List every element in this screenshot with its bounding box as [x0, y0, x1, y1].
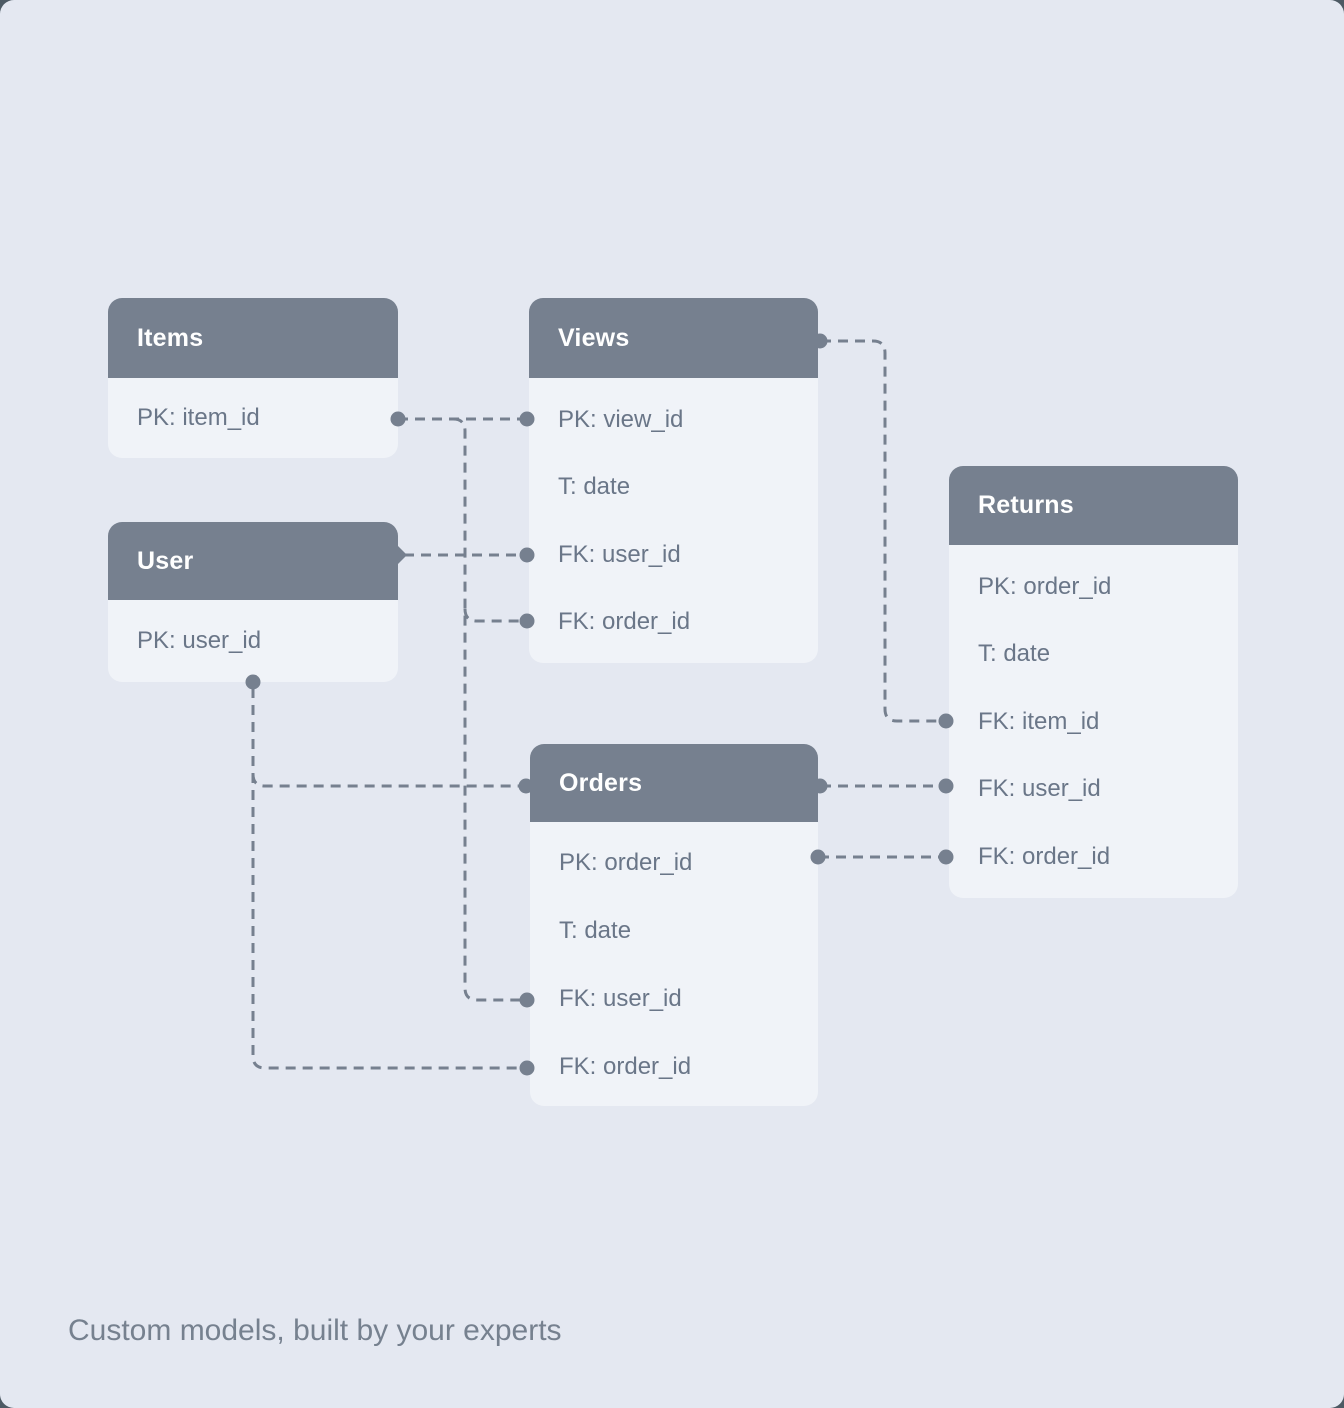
wire-items-views-orderid [463, 608, 527, 623]
table-body: PK: order_id T: date FK: item_id FK: use… [949, 545, 1238, 898]
wire-views-returns-itemid [821, 339, 945, 723]
table-title: Orders [559, 768, 643, 797]
table-title: Items [137, 323, 204, 352]
wire-user-orders [251, 773, 524, 788]
table-header: User [108, 522, 398, 600]
table-row: FK: order_id [559, 1053, 692, 1080]
table-body: PK: view_id T: date FK: user_id FK: orde… [529, 378, 818, 663]
table-row: PK: item_id [137, 404, 260, 431]
table-body: PK: item_id [108, 378, 398, 458]
table-returns: Returns PK: order_id T: date FK: item_id… [949, 466, 1238, 898]
table-title: User [137, 546, 194, 575]
wire-items-orders-userid [452, 417, 527, 1002]
table-user: User PK: user_id [108, 522, 398, 682]
table-row: T: date [978, 640, 1051, 668]
table-row: PK: user_id [137, 627, 262, 654]
table-header: Returns [949, 466, 1238, 545]
table-row: FK: order_id [558, 608, 691, 636]
table-views: Views PK: view_id T: date FK: user_id FK… [529, 298, 818, 663]
table-body: PK: order_id T: date FK: user_id FK: ord… [530, 822, 818, 1106]
wire-user-orders-orderid [251, 688, 527, 1070]
table-row: PK: order_id [559, 849, 693, 876]
table-row: PK: order_id [978, 572, 1112, 600]
table-row: FK: user_id [978, 775, 1101, 803]
table-header: Orders [530, 744, 818, 822]
table-row: T: date [559, 917, 632, 944]
table-row: FK: item_id [978, 707, 1100, 735]
table-title: Returns [978, 491, 1074, 519]
table-title: Views [558, 323, 630, 352]
table-header: Items [108, 298, 398, 378]
table-header: Views [529, 298, 818, 378]
diagram-caption: Custom models, built by your experts [68, 1314, 562, 1347]
table-orders: Orders PK: order_id T: date FK: user_id … [530, 744, 818, 1106]
table-body: PK: user_id [108, 600, 398, 682]
table-items: Items PK: item_id [108, 298, 398, 458]
table-row: FK: order_id [978, 842, 1111, 870]
table-row: FK: user_id [559, 985, 682, 1012]
table-row: PK: view_id [558, 405, 684, 433]
table-row: FK: user_id [558, 540, 681, 568]
table-row: T: date [558, 473, 631, 501]
